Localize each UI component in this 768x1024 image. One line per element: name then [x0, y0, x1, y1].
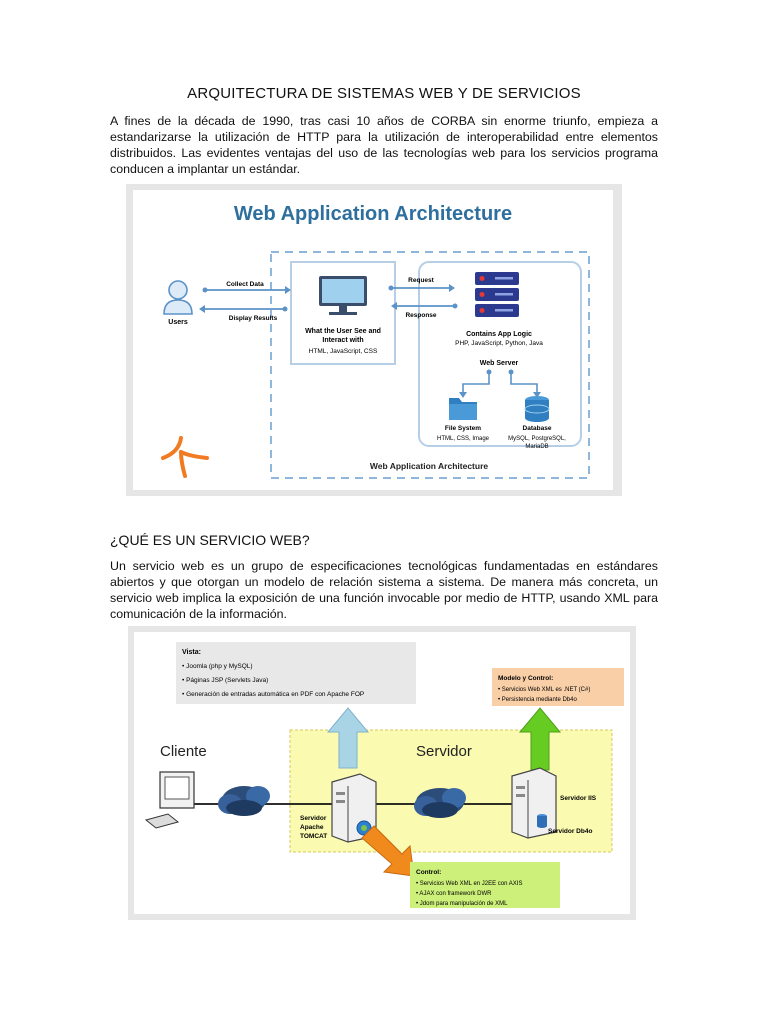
brand-logo-icon	[161, 436, 209, 478]
response-label: Response	[405, 312, 436, 319]
web-architecture-diagram: Web Application Architecture Users Colle…	[161, 203, 590, 479]
apache-label-1: Servidor	[300, 815, 327, 822]
display-results-label: Display Results	[229, 315, 278, 322]
file-system-label: File System	[445, 425, 481, 432]
server-stack-icon	[475, 272, 519, 317]
intro-paragraph: A fines de la década de 1990, tras casi …	[110, 114, 658, 176]
control-item: • Jdom para manipulación de XML	[416, 901, 508, 907]
web-service-figure: Vista: • Joomla (php y MySQL) • Páginas …	[128, 626, 636, 920]
apache-server-icon	[331, 773, 377, 843]
network-cloud-icon	[218, 786, 270, 816]
section-paragraph: Un servicio web es un grupo de especific…	[110, 559, 658, 621]
app-logic-label: Contains App Logic	[466, 331, 532, 338]
client-computer-icon	[144, 771, 195, 829]
db-connector	[510, 372, 538, 394]
cliente-label: Cliente	[160, 743, 207, 760]
user-icon	[163, 280, 193, 315]
browser-label-1: What the User See and	[305, 328, 381, 335]
diagram-footer-caption: Web Application Architecture	[370, 461, 489, 471]
control-down-arrow	[361, 825, 415, 877]
apache-label-3: TOMCAT	[300, 833, 327, 840]
app-logic-tech: PHP, JavaScript, Python, Java	[455, 340, 543, 347]
web-service-diagram: Vista: • Joomla (php y MySQL) • Páginas …	[144, 642, 624, 908]
control-item: • AJAX con framework DWR	[416, 891, 492, 897]
fs-connector	[462, 372, 490, 394]
control-title: Control:	[416, 869, 441, 876]
iis-label: Servidor IIS	[560, 795, 597, 802]
servidor-label: Servidor	[416, 743, 472, 760]
database-tech-1: MySQL, PostgreSQL,	[508, 436, 566, 442]
vista-item: • Páginas JSP (Servlets Java)	[182, 677, 268, 684]
vista-item: • Joomla (php y MySQL)	[182, 663, 253, 670]
browser-label-2: Interact with	[322, 337, 363, 344]
section-heading: ¿QUÉ ES UN SERVICIO WEB?	[110, 532, 310, 548]
modelo-title: Modelo y Control:	[498, 675, 553, 682]
database-label: Database	[523, 425, 552, 432]
vista-box	[176, 642, 416, 704]
database-tech-2: MariaDB	[525, 444, 548, 450]
diagram-title: Web Application Architecture	[234, 203, 512, 225]
apache-label-2: Apache	[300, 824, 324, 831]
collect-data-label: Collect Data	[226, 281, 264, 288]
vista-item: • Generación de entradas automática en P…	[182, 691, 364, 698]
folder-icon	[449, 398, 477, 420]
vista-up-arrow	[326, 707, 370, 769]
network-cloud-icon	[414, 788, 466, 818]
iis-server-icon	[511, 767, 557, 839]
web-architecture-figure: Web Application Architecture Users Colle…	[126, 184, 622, 496]
db4o-label: Servidor Db4o	[548, 828, 592, 835]
vista-title: Vista:	[182, 649, 201, 656]
browser-tech: HTML, JavaScript, CSS	[309, 348, 378, 355]
modelo-control-box	[492, 668, 624, 706]
system-boundary	[270, 251, 590, 479]
users-label: Users	[168, 319, 188, 326]
server-box	[418, 261, 582, 447]
control-item: • Servicios Web XML en J2EE con AXIS	[416, 881, 522, 887]
file-system-tech: HTML, CSS, Image	[437, 436, 490, 442]
modelo-item: • Persistencia mediante Db4o	[498, 697, 577, 703]
database-icon	[524, 396, 550, 422]
monitor-icon	[319, 276, 367, 315]
modelo-up-arrow	[518, 707, 562, 771]
modelo-item: • Servicios Web XML es .NET (C#)	[498, 687, 590, 693]
page-title: ARQUITECTURA DE SISTEMAS WEB Y DE SERVIC…	[187, 85, 581, 102]
browser-box	[290, 261, 396, 365]
request-label: Request	[408, 277, 434, 284]
control-box	[410, 862, 560, 908]
web-server-label: Web Server	[480, 360, 519, 367]
